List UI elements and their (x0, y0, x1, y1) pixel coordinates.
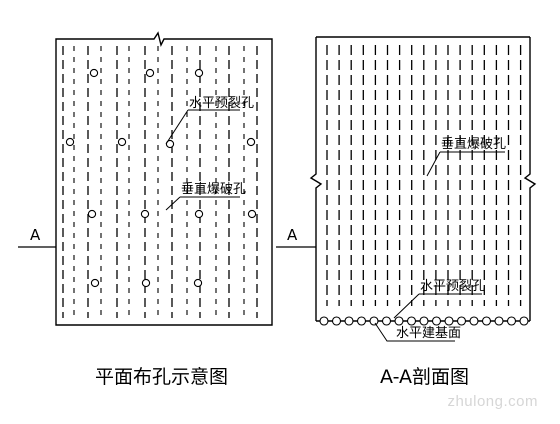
section-foundation-label: 水平建基面 (396, 326, 461, 341)
section-blast-label: 垂直爆破孔 (441, 137, 506, 152)
section-presplit-leader (393, 293, 420, 319)
section-presplit-hole-circle (444, 316, 454, 326)
presplit-hole-circle (145, 68, 155, 78)
section-right-edge (523, 37, 537, 321)
section-presplit-hole-circle (331, 316, 342, 326)
section-presplit-hole-circle (469, 316, 479, 326)
presplit-hole-circle (246, 137, 256, 147)
plan-vertical-hole-lines (62, 46, 258, 318)
presplit-hole-circle (89, 68, 99, 78)
section-presplit-hole-circle (431, 316, 442, 326)
section-vertical-hole-lines (326, 45, 522, 306)
section-presplit-hole-circle (456, 316, 467, 326)
presplit-hole-circle (140, 209, 150, 219)
presplit-hole-circle (193, 278, 203, 288)
section-section-marker: A (287, 226, 298, 244)
plan-presplit-leader (165, 109, 189, 145)
section-presplit-hole-circle (506, 316, 517, 326)
section-presplit-hole-circle (406, 316, 417, 326)
section-presplit-hole-circle (369, 316, 379, 326)
section-presplit-hole-circle (344, 316, 354, 326)
plan-view-outline (55, 31, 273, 326)
section-presplit-hole-circle (319, 316, 329, 326)
section-presplit-holes (319, 316, 529, 326)
section-presplit-hole-circle (356, 316, 367, 326)
plan-presplit-label: 水平预裂孔 (189, 96, 254, 111)
plan-section-marker: A (30, 226, 41, 244)
section-presplit-hole-circle (519, 316, 529, 326)
presplit-hole-circle (90, 278, 100, 288)
presplit-hole-circle (87, 209, 97, 219)
presplit-hole-circle (65, 137, 75, 147)
section-presplit-hole-circle (381, 316, 392, 326)
section-left-edge (309, 37, 323, 321)
section-foundation-leader (374, 322, 455, 342)
section-presplit-hole-circle (494, 316, 504, 326)
plan-blast-label: 垂直爆破孔 (181, 182, 246, 197)
presplit-hole-circle (194, 209, 204, 219)
section-blast-leader (426, 151, 441, 177)
plan-view-title: 平面布孔示意图 (95, 366, 228, 388)
presplit-hole-circle (194, 68, 204, 78)
presplit-hole-circle (141, 278, 151, 288)
section-view: A 垂直爆破孔 水平预裂孔 水平建基面 A-A剖面图 (276, 36, 537, 388)
watermark-logo: zhulong.com (447, 393, 538, 410)
presplit-hole-circle (247, 209, 257, 219)
section-presplit-hole-circle (394, 316, 404, 326)
plan-horizontal-presplit-holes (65, 68, 257, 288)
section-presplit-hole-circle (481, 316, 492, 326)
section-presplit-label: 水平预裂孔 (420, 279, 485, 294)
section-presplit-hole-circle (419, 316, 429, 326)
plan-view: A 水平预裂孔 垂直爆破孔 平面布孔示意图 (18, 31, 273, 388)
presplit-hole-circle (117, 137, 127, 147)
section-view-title: A-A剖面图 (380, 366, 469, 388)
plan-blast-leader (165, 196, 181, 211)
